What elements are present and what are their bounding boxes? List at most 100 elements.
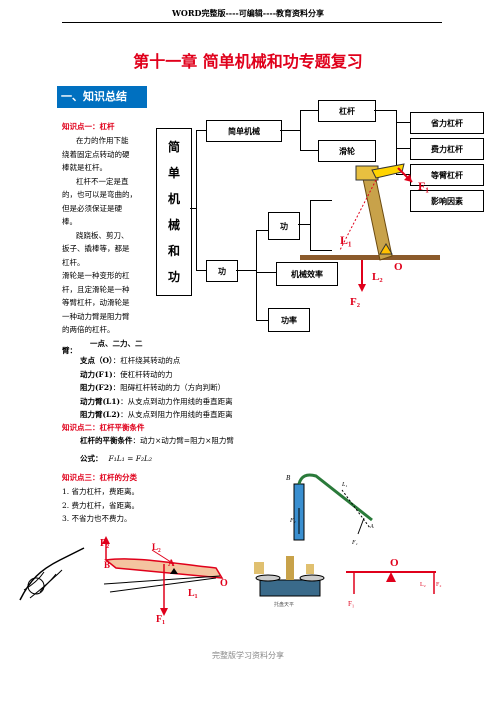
kp1-line: 的两倍的杠杆。: [62, 325, 115, 334]
label-f1-b: F₁: [156, 614, 165, 624]
definition-desc: ：从支点到动力作用线的垂直距离: [120, 396, 233, 406]
definition-term: 阻力臂(L2): [80, 410, 121, 419]
scale-base: [259, 579, 321, 597]
label-l2-b: L₂: [152, 542, 161, 552]
label-o-c: O: [390, 557, 399, 569]
node-factors: 影响因素: [410, 190, 484, 212]
kp1-line: 棒就是杠杆。: [62, 163, 107, 172]
definition-desc: ：阻碍杠杆转动的力（方向判断）: [112, 383, 226, 392]
tree-connector: [236, 270, 256, 271]
node-work-branch: 功: [206, 260, 238, 282]
definition-item: 支点（O）：杠杆绕其转动的点: [80, 354, 233, 368]
kp2-formula: 公式： F₁L₁ = F₂L₂: [80, 452, 152, 466]
tree-connector: [196, 130, 206, 131]
l1-dashed: [339, 179, 377, 251]
definition-term: 阻力(F2): [80, 383, 113, 392]
kp1-line: 扳子、撬棒等，都是: [62, 244, 130, 253]
tree-connector: [256, 272, 276, 273]
kp3-item: 1. 省力杠杆，费距离。: [62, 487, 140, 496]
label-f2-b: F₂: [100, 538, 109, 549]
tree-connector: [396, 122, 410, 123]
f1-arrowhead: [160, 608, 168, 616]
bent-lever-diagram: F₂ B L₂ A L₁ F₁ O: [100, 536, 228, 624]
tree-connector: [396, 148, 410, 149]
definition-desc: ：使杠杆转动的力: [112, 369, 173, 379]
tree-connector: [396, 110, 397, 174]
page-header: WORD完整版----可编辑----教育资料分享: [171, 8, 325, 18]
tree-connector: [190, 208, 196, 209]
tree-connector: [300, 110, 318, 111]
kp1-line: 杆，且定滑轮是一种: [62, 284, 130, 294]
definition-desc: ：杠杆绕其转动的点: [112, 356, 181, 365]
label-l2: L₂: [372, 271, 383, 283]
tree-connector: [300, 110, 301, 150]
formula-term: 公式：: [80, 454, 103, 463]
kp1-line: 滑轮是一种变形的杠: [62, 271, 130, 280]
scale-weight: [254, 562, 264, 574]
tree-connector: [310, 200, 332, 201]
support-line: [109, 577, 217, 593]
kp1-line: 等臂杠杆，动滑轮是: [62, 298, 130, 307]
node-lever: 杠杆: [318, 100, 376, 122]
node-pulley: 滑轮: [318, 140, 376, 162]
f2-arrowhead: [358, 284, 366, 292]
kp1-line: 臂：: [62, 346, 77, 355]
section-badge: 一、知识总结: [57, 86, 147, 108]
sketch-stroke: [27, 577, 45, 595]
node-power: 功率: [268, 308, 310, 332]
pump-handle: [297, 473, 373, 522]
label-b: B: [104, 560, 110, 570]
condition-desc: ：动力×动力臂=阻力×阻力臂: [132, 436, 234, 445]
definition-item: 阻力(F2)：阻碍杠杆转动的力（方向判断）: [80, 381, 233, 395]
hand-tool-sketch: [19, 547, 85, 601]
fulcrum: [386, 572, 396, 582]
scale-weight: [306, 564, 314, 574]
kp1-line: 在力的作用下能: [76, 136, 129, 145]
label-l2-c: L₂: [420, 582, 426, 588]
kp1-line: 绕着固定点转动的硬: [62, 149, 130, 159]
formula-expression: F₁L₁ = F₂L₂: [108, 454, 152, 463]
tree-root-char: 械: [167, 218, 180, 232]
lever-illustration: F₁ L₁ L₂ O F₂: [300, 163, 440, 308]
l2-line: [151, 549, 175, 565]
tree-connector: [300, 150, 318, 151]
tree-root-char: 机: [167, 192, 180, 206]
tree-root-char: 和: [167, 244, 180, 258]
fulcrum-triangle: [379, 243, 393, 255]
label-f2-c: F₂: [436, 582, 441, 588]
kp1-line: 的，也可以是弯曲的，: [62, 190, 137, 199]
label-f1: F₁: [418, 179, 429, 193]
tree-connector: [196, 270, 206, 271]
label-a: A: [168, 558, 175, 568]
tree-root: 简 单 机 械 和 功: [156, 128, 192, 296]
kp1-paragraphs: 在力的作用下能 绕着固定点转动的硬 棒就是杠杆。 杠杆不一定是直 的，也可以是弯…: [62, 134, 154, 350]
tree-connector: [256, 230, 257, 320]
tree-root-char: 简: [167, 140, 180, 154]
kp2-title: 知识点二：杠杆平衡条件: [62, 423, 145, 432]
scale-pan-left: [255, 574, 281, 582]
kp3-item: 3. 不省力也不费力。: [62, 514, 132, 523]
tree-connector: [256, 320, 268, 321]
tree-connector: [310, 200, 311, 250]
small-label-b: B: [286, 474, 291, 482]
label-l1: L₁: [340, 233, 352, 247]
tree-connector: [196, 130, 197, 270]
definition-term: 动力(F1): [80, 369, 113, 379]
label-o-b: O: [220, 578, 228, 589]
label-f1-c: F₁: [348, 600, 354, 608]
kp1-line: 棒。: [62, 217, 77, 226]
definitions-list: 支点（O）：杠杆绕其转动的点 动力(F1)：使杠杆转动的力 阻力(F2)：阻碍杠…: [80, 354, 233, 422]
ground-bar: [300, 255, 440, 260]
tree-connector: [310, 250, 332, 251]
balance-scale-image: 托盘天平: [254, 556, 325, 608]
small-label-a: A: [369, 524, 374, 530]
scale-pan-right: [299, 574, 325, 582]
small-label-f1: F₁: [351, 540, 358, 546]
label-f2: F₂: [350, 296, 361, 308]
kp1-line: 杠杆不一定是直: [76, 176, 129, 186]
tree-root-char: 功: [167, 270, 180, 284]
kp1-line: 一种动力臂是阻力臂: [62, 311, 130, 321]
page-footer: 完整版学习资料分享: [212, 651, 284, 660]
node-work: 功: [268, 212, 300, 240]
sketch-stroke: [19, 547, 85, 601]
